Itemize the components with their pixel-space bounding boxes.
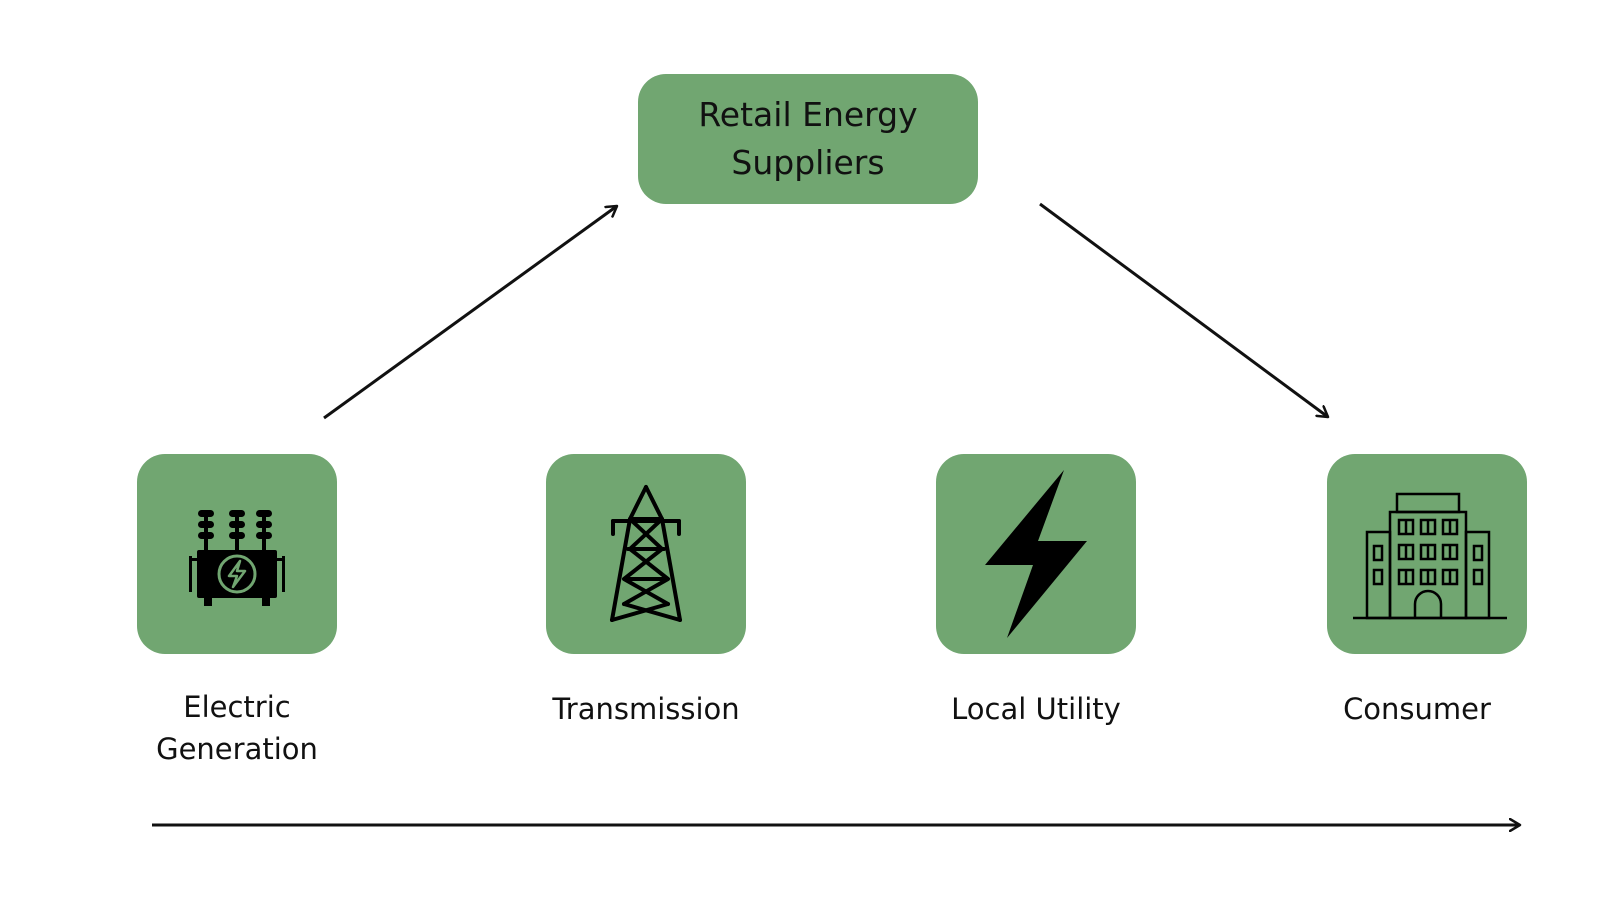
consumer-label: Consumer xyxy=(1343,692,1491,726)
consumer-node xyxy=(1327,454,1527,654)
electric-generation-node xyxy=(137,454,337,654)
local-utility-label: Local Utility xyxy=(951,692,1121,726)
office-building-icon xyxy=(1353,492,1507,620)
transmission-node xyxy=(546,454,746,654)
retail-energy-suppliers-box: Retail Energy Suppliers xyxy=(638,74,978,204)
lightning-bolt-icon xyxy=(985,470,1087,638)
transformer-icon xyxy=(189,510,285,606)
power-tower-icon xyxy=(610,485,682,622)
arrow-suppliers-to-consumer xyxy=(1039,202,1328,417)
arrow-generation-to-suppliers xyxy=(323,206,617,420)
transmission-label: Transmission xyxy=(552,692,740,726)
local-utility-node xyxy=(936,454,1136,654)
electric-generation-label: Electric Generation xyxy=(156,690,318,766)
retail-energy-suppliers-label: Retail Energy Suppliers xyxy=(698,95,918,182)
